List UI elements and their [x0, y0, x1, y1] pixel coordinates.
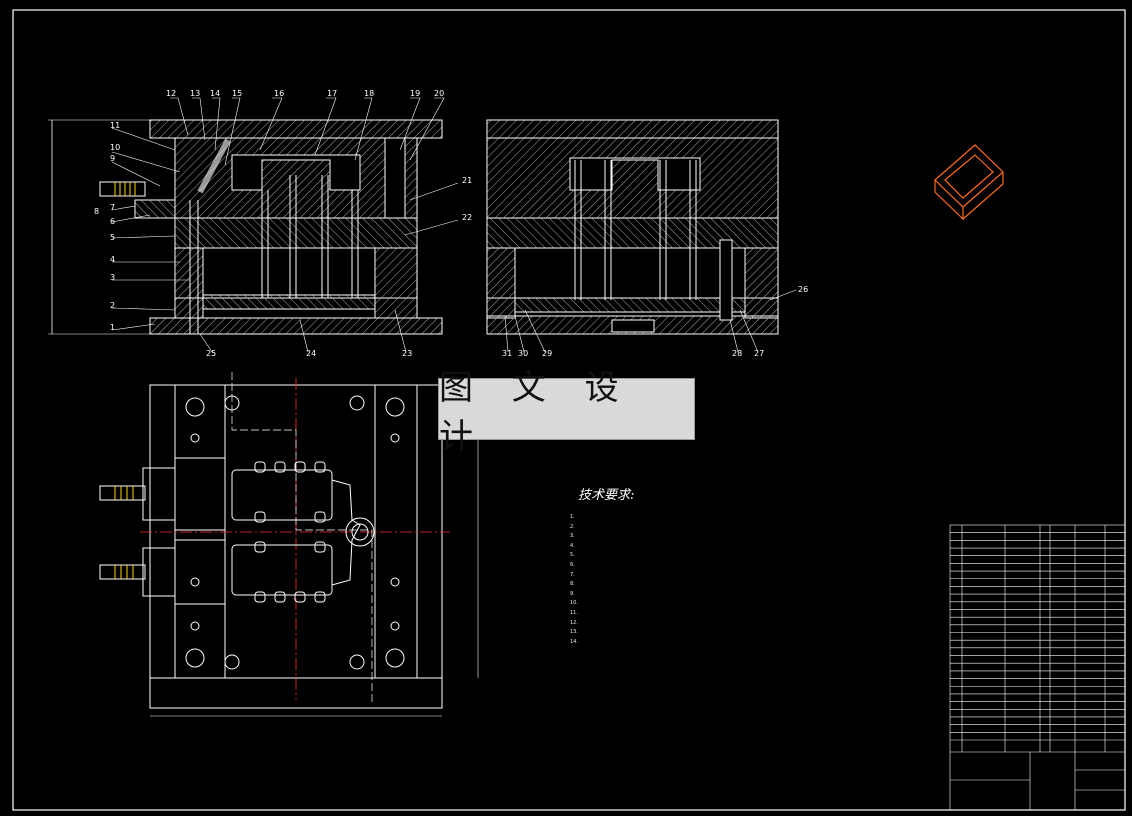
hydraulic-cylinder	[99, 181, 146, 197]
requirement-item: 10.	[570, 600, 578, 607]
label-19: 19	[410, 89, 420, 98]
label-29: 29	[542, 349, 552, 358]
right-spacer-block	[374, 247, 418, 319]
label-14: 14	[210, 89, 220, 98]
requirement-item: 5.	[570, 552, 575, 559]
drawing-border	[12, 9, 1126, 811]
label-12: 12	[166, 89, 176, 98]
label-25: 25	[206, 349, 216, 358]
watermark: 图 文 设 计	[438, 368, 695, 457]
requirement-item: 14.	[570, 638, 578, 645]
requirement-item: 7.	[570, 571, 575, 578]
label-10: 10	[110, 143, 120, 152]
requirement-item: 2.	[570, 523, 575, 530]
label-1: 1	[110, 323, 115, 332]
technical-requirements: 技术要求: 1. 2. 3. 4. 5. 6. 7. 8. 9. 10. 11.…	[570, 484, 634, 647]
label-6: 6	[110, 217, 115, 226]
label-3: 3	[110, 273, 115, 282]
label-31: 31	[502, 349, 512, 358]
requirement-item: 13.	[570, 629, 578, 636]
requirement-item: 6.	[570, 561, 575, 568]
label-23: 23	[402, 349, 412, 358]
label-15: 15	[232, 89, 242, 98]
label-4: 4	[110, 255, 115, 264]
watermark-text: 图 文 设 计	[439, 368, 633, 457]
part-isometric	[934, 144, 1004, 221]
label-27: 27	[754, 349, 764, 358]
sprue-bushing	[384, 137, 406, 219]
label-11: 11	[110, 121, 120, 130]
left-spacer-block	[174, 247, 204, 319]
requirement-item: 12.	[570, 619, 578, 626]
top-clamp-plate	[149, 119, 443, 139]
requirement-item: 11.	[570, 609, 578, 616]
label-5: 5	[110, 233, 115, 242]
leaders-a	[111, 97, 459, 353]
label-21: 21	[462, 176, 472, 185]
slider	[134, 199, 176, 219]
part-cavity	[231, 154, 361, 191]
label-30: 30	[518, 349, 528, 358]
label-18: 18	[364, 89, 374, 98]
ejector-plate	[202, 294, 376, 310]
leaders-b	[504, 289, 797, 353]
requirement-item: 1.	[570, 514, 575, 520]
label-13: 13	[190, 89, 200, 98]
label-7: 7	[110, 203, 115, 212]
label-28: 28	[732, 349, 742, 358]
plan-view	[99, 372, 479, 717]
label-22: 22	[462, 213, 472, 222]
requirement-item: 4.	[570, 542, 575, 549]
bottom-clamp-plate	[149, 317, 443, 335]
technical-requirements-list: 1. 2. 3. 4. 5. 6. 7. 8. 9. 10. 11. 12. 1…	[570, 513, 634, 647]
label-8: 8	[94, 207, 99, 216]
requirement-item: 3.	[570, 533, 575, 540]
section-plane	[231, 372, 373, 705]
requirement-item: 9.	[570, 590, 575, 597]
title-block	[949, 524, 1126, 811]
part-numbers-a: 12 13 14 15 16 17 18 19 20 11 10 9 8 7 6…	[94, 89, 472, 358]
label-20: 20	[434, 89, 444, 98]
section-view-a	[48, 119, 443, 335]
part-numbers-b: 26 31 30 29 28 27	[502, 285, 808, 358]
label-9: 9	[110, 154, 115, 163]
label-24: 24	[306, 349, 316, 358]
label-17: 17	[327, 89, 337, 98]
technical-requirements-title: 技术要求:	[578, 488, 635, 503]
label-16: 16	[274, 89, 284, 98]
requirement-item: 8.	[570, 581, 575, 588]
section-view-b	[486, 119, 779, 335]
label-2: 2	[110, 301, 115, 310]
label-26: 26	[798, 285, 808, 294]
